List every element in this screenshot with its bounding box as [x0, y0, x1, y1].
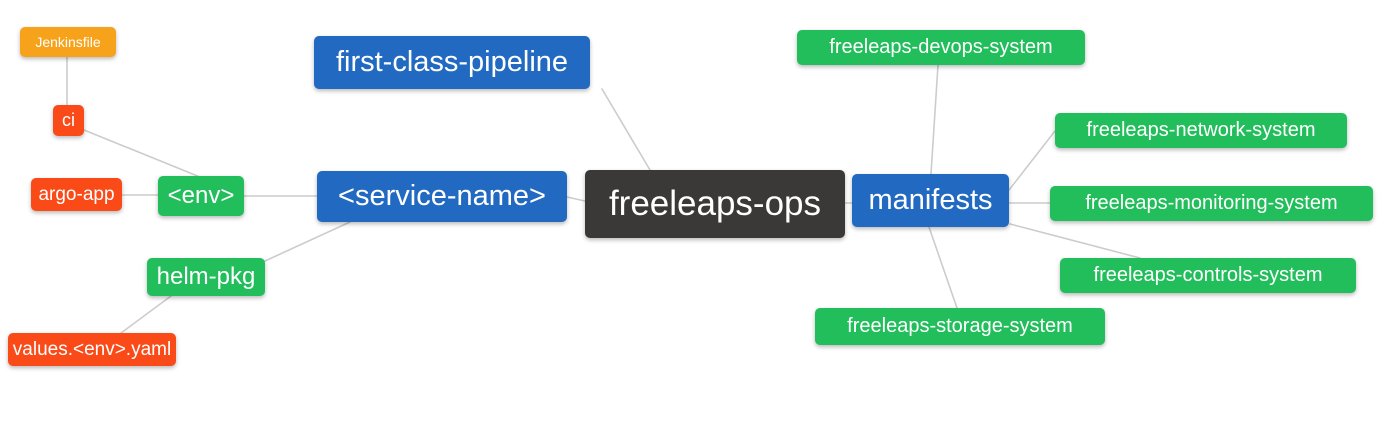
node-label-first-class-pipeline: first-class-pipeline [335, 46, 569, 78]
node-freeleaps-ops[interactable]: freeleaps-ops [585, 170, 845, 238]
node-label-service-name: <service-name> [338, 180, 546, 212]
node-label-helm-pkg: helm-pkg [156, 263, 256, 290]
node-helm-pkg[interactable]: helm-pkg [147, 258, 265, 296]
edge-first-class-pipeline-to-freeleaps-ops [601, 88, 651, 171]
node-label-network-system: freeleaps-network-system [1086, 119, 1316, 141]
node-label-ci: ci [62, 110, 75, 130]
edge-manifests-to-network-system [1008, 130, 1056, 191]
node-label-freeleaps-ops: freeleaps-ops [608, 184, 822, 223]
node-monitoring-system[interactable]: freeleaps-monitoring-system [1050, 186, 1373, 221]
node-label-values-env-yaml: values.<env>.yaml [12, 338, 172, 360]
node-env[interactable]: <env> [158, 176, 244, 216]
node-label-env: <env> [167, 182, 235, 209]
edge-service-name-to-freeleaps-ops [566, 196, 586, 202]
node-controls-system[interactable]: freeleaps-controls-system [1060, 258, 1356, 293]
node-first-class-pipeline[interactable]: first-class-pipeline [314, 36, 590, 89]
node-label-controls-system: freeleaps-controls-system [1093, 264, 1323, 286]
node-manifests[interactable]: manifests [852, 174, 1009, 227]
node-storage-system[interactable]: freeleaps-storage-system [815, 308, 1105, 345]
node-argo-app[interactable]: argo-app [31, 178, 122, 211]
edge-manifests-to-devops-system [930, 64, 939, 175]
node-label-jenkinsfile: Jenkinsfile [35, 34, 101, 50]
node-label-storage-system: freeleaps-storage-system [847, 315, 1073, 337]
edge-manifests-to-storage-system [928, 226, 958, 309]
node-label-argo-app: argo-app [38, 183, 115, 205]
edge-ci-to-env [83, 129, 201, 178]
node-label-devops-system: freeleaps-devops-system [829, 36, 1053, 58]
node-label-monitoring-system: freeleaps-monitoring-system [1085, 192, 1338, 214]
node-values-env-yaml[interactable]: values.<env>.yaml [8, 333, 176, 366]
node-devops-system[interactable]: freeleaps-devops-system [797, 30, 1085, 65]
edge-helm-pkg-to-service-name [264, 221, 351, 262]
edge-manifests-to-controls-system [1009, 223, 1141, 259]
edge-values-env-yaml-to-helm-pkg [120, 295, 172, 334]
node-jenkinsfile[interactable]: Jenkinsfile [20, 27, 116, 57]
node-service-name[interactable]: <service-name> [317, 171, 567, 222]
node-network-system[interactable]: freeleaps-network-system [1055, 113, 1347, 148]
node-ci[interactable]: ci [53, 105, 84, 136]
node-label-manifests: manifests [868, 184, 993, 216]
